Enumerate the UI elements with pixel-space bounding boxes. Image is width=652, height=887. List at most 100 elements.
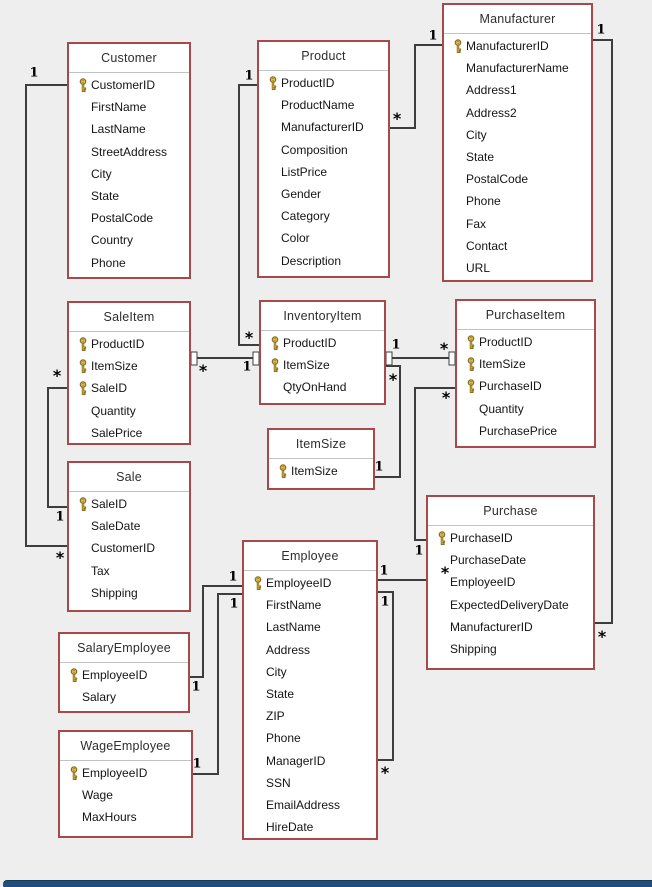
field-row-city[interactable]: City <box>69 163 189 185</box>
table-title[interactable]: Employee <box>244 542 376 571</box>
field-row-ssn[interactable]: SSN <box>244 772 376 794</box>
field-row-maxhours[interactable]: MaxHours <box>60 806 191 828</box>
field-row-manufacturerid[interactable]: ManufacturerID <box>444 35 591 57</box>
table-saleitem[interactable]: SaleItem ProductID ItemSize <box>67 301 191 445</box>
field-row-productid[interactable]: ProductID <box>259 72 388 94</box>
field-row-phone[interactable]: Phone <box>69 252 189 274</box>
field-row-saleid[interactable]: SaleID <box>69 377 189 399</box>
field-row-lastname[interactable]: LastName <box>69 118 189 140</box>
field-row-productid[interactable]: ProductID <box>457 331 594 353</box>
field-row-address1[interactable]: Address1 <box>444 79 591 101</box>
field-row-customerid[interactable]: CustomerID <box>69 537 189 559</box>
field-row-purchaseid[interactable]: PurchaseID <box>457 375 594 397</box>
field-row-zip[interactable]: ZIP <box>244 705 376 727</box>
field-row-salary[interactable]: Salary <box>60 686 188 708</box>
field-row-hiredate[interactable]: HireDate <box>244 816 376 838</box>
field-row-saleprice[interactable]: SalePrice <box>69 422 189 444</box>
field-row-itemsize[interactable]: ItemSize <box>457 353 594 375</box>
field-row-purchasedate[interactable]: PurchaseDate <box>428 549 593 571</box>
relationship-line-employee-manager-self[interactable] <box>378 591 394 761</box>
field-row-streetaddress[interactable]: StreetAddress <box>69 141 189 163</box>
relationship-line-product-inventoryitem[interactable] <box>238 84 259 346</box>
table-title[interactable]: WageEmployee <box>60 732 191 761</box>
field-row-color[interactable]: Color <box>259 227 388 249</box>
field-row-url[interactable]: URL <box>444 257 591 279</box>
field-row-expecteddeliverydate[interactable]: ExpectedDeliveryDate <box>428 594 593 616</box>
field-row-shipping[interactable]: Shipping <box>428 638 593 660</box>
field-row-composition[interactable]: Composition <box>259 139 388 161</box>
field-row-contact[interactable]: Contact <box>444 235 591 257</box>
field-row-postalcode[interactable]: PostalCode <box>444 168 591 190</box>
table-purchase[interactable]: Purchase PurchaseID PurchaseDate Employe… <box>426 495 595 670</box>
field-row-emailaddress[interactable]: EmailAddress <box>244 794 376 816</box>
field-row-quantity[interactable]: Quantity <box>457 398 594 420</box>
field-row-category[interactable]: Category <box>259 205 388 227</box>
table-title[interactable]: Manufacturer <box>444 5 591 34</box>
table-manufacturer[interactable]: Manufacturer ManufacturerID Manufacturer… <box>442 3 593 282</box>
field-row-state[interactable]: State <box>244 683 376 705</box>
field-row-itemsize[interactable]: ItemSize <box>261 354 384 376</box>
join-connector[interactable] <box>190 351 198 366</box>
field-row-managerid[interactable]: ManagerID <box>244 750 376 772</box>
table-title[interactable]: PurchaseItem <box>457 301 594 330</box>
field-row-shipping[interactable]: Shipping <box>69 582 189 604</box>
table-title[interactable]: InventoryItem <box>261 302 384 331</box>
relationship-line-manufacturer-purchase[interactable] <box>593 39 613 624</box>
relationship-line-saleitem-sale[interactable] <box>47 387 67 508</box>
field-row-country[interactable]: Country <box>69 229 189 251</box>
field-row-itemsize[interactable]: ItemSize <box>269 460 373 482</box>
join-connector[interactable] <box>385 351 393 366</box>
field-row-employeeid[interactable]: EmployeeID <box>60 664 188 686</box>
field-row-productid[interactable]: ProductID <box>261 332 384 354</box>
table-sale[interactable]: Sale SaleID SaleDate CustomerID Tax Ship… <box>67 461 191 612</box>
field-row-address2[interactable]: Address2 <box>444 102 591 124</box>
field-row-firstname[interactable]: FirstName <box>244 594 376 616</box>
field-row-gender[interactable]: Gender <box>259 183 388 205</box>
field-row-postalcode[interactable]: PostalCode <box>69 207 189 229</box>
table-product[interactable]: Product ProductID ProductName Manufactur… <box>257 40 390 278</box>
field-row-quantity[interactable]: Quantity <box>69 400 189 422</box>
field-row-tax[interactable]: Tax <box>69 560 189 582</box>
table-inventoryitem[interactable]: InventoryItem ProductID ItemSize QtyOnHa… <box>259 300 386 405</box>
field-row-itemsize[interactable]: ItemSize <box>69 355 189 377</box>
table-title[interactable]: Sale <box>69 463 189 492</box>
table-title[interactable]: SaleItem <box>69 303 189 332</box>
field-row-productname[interactable]: ProductName <box>259 94 388 116</box>
field-row-employeeid[interactable]: EmployeeID <box>60 762 191 784</box>
table-salaryemployee[interactable]: SalaryEmployee EmployeeID Salary <box>58 632 190 713</box>
table-title[interactable]: SalaryEmployee <box>60 634 188 663</box>
table-title[interactable]: Product <box>259 42 388 71</box>
field-row-listprice[interactable]: ListPrice <box>259 161 388 183</box>
field-row-productid[interactable]: ProductID <box>69 333 189 355</box>
table-title[interactable]: ItemSize <box>269 430 373 459</box>
field-row-state[interactable]: State <box>444 146 591 168</box>
field-row-manufacturername[interactable]: ManufacturerName <box>444 57 591 79</box>
field-row-state[interactable]: State <box>69 185 189 207</box>
field-row-customerid[interactable]: CustomerID <box>69 74 189 96</box>
field-row-description[interactable]: Description <box>259 250 388 272</box>
table-employee[interactable]: Employee EmployeeID FirstName LastName A… <box>242 540 378 840</box>
field-row-manufacturerid[interactable]: ManufacturerID <box>259 116 388 138</box>
field-row-fax[interactable]: Fax <box>444 213 591 235</box>
field-row-city[interactable]: City <box>444 124 591 146</box>
field-row-lastname[interactable]: LastName <box>244 616 376 638</box>
field-row-wage[interactable]: Wage <box>60 784 191 806</box>
table-wageemployee[interactable]: WageEmployee EmployeeID Wage MaxHours <box>58 730 193 838</box>
field-row-purchaseprice[interactable]: PurchasePrice <box>457 420 594 442</box>
relationship-line-product-manufacturer[interactable] <box>390 44 442 129</box>
field-row-firstname[interactable]: FirstName <box>69 96 189 118</box>
field-row-employeeid[interactable]: EmployeeID <box>428 571 593 593</box>
field-row-purchaseid[interactable]: PurchaseID <box>428 527 593 549</box>
table-title[interactable]: Customer <box>69 44 189 73</box>
field-row-phone[interactable]: Phone <box>244 727 376 749</box>
field-row-manufacturerid[interactable]: ManufacturerID <box>428 616 593 638</box>
field-row-phone[interactable]: Phone <box>444 190 591 212</box>
relationship-line-salaryemployee-employee[interactable] <box>190 585 242 678</box>
relationship-line-inventoryitem-itemsize[interactable] <box>375 365 401 478</box>
table-purchaseitem[interactable]: PurchaseItem ProductID ItemSize <box>455 299 596 448</box>
field-row-employeeid[interactable]: EmployeeID <box>244 572 376 594</box>
relationship-line-customer-sale[interactable] <box>25 84 67 547</box>
table-title[interactable]: Purchase <box>428 497 593 526</box>
field-row-saledate[interactable]: SaleDate <box>69 515 189 537</box>
field-row-address[interactable]: Address <box>244 639 376 661</box>
